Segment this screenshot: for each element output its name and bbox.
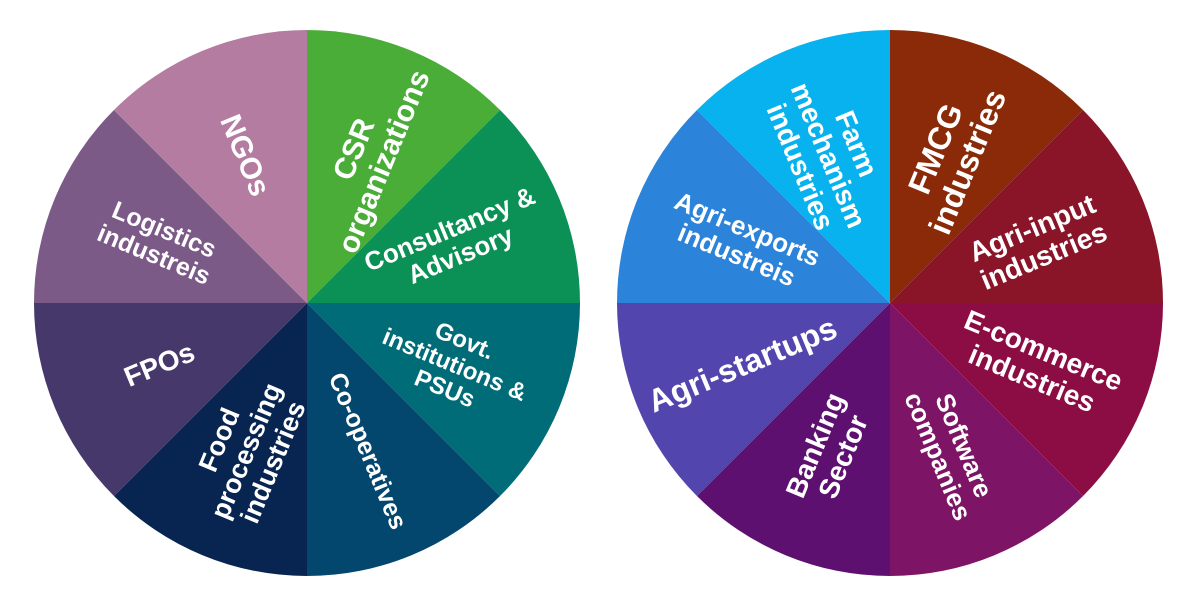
wheel-segment: [890, 30, 1084, 303]
wheel-segment: [113, 303, 308, 576]
right-wheel: FMCGindustriesAgri-inputindustriesE-comm…: [617, 30, 1163, 576]
wheel-segment: [890, 303, 1084, 576]
wheel-segment: [617, 303, 890, 497]
wheel-segment: [890, 109, 1163, 304]
wheel-segment: [307, 30, 501, 303]
wheel-segment: [34, 303, 307, 497]
wheel-segment: [696, 303, 890, 576]
wheel-segment: [113, 30, 308, 303]
wheel-segment: [617, 109, 890, 304]
wheel-segment: [890, 303, 1163, 497]
wheel-segment: [307, 109, 580, 304]
wheel-segment: [696, 30, 890, 303]
wheel-segment: [307, 303, 580, 497]
wheel-segment: [307, 303, 501, 576]
wheel-segment: [34, 109, 307, 304]
